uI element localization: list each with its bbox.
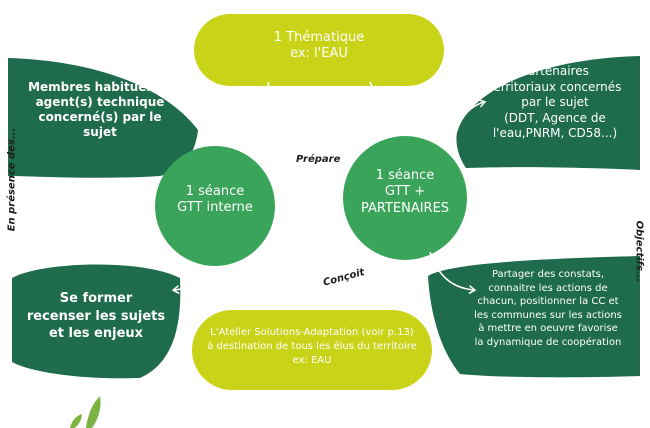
partenaires-line1: Partenaires: [521, 64, 589, 78]
partager-line5: à mettre en oeuvre favorise: [478, 323, 618, 334]
label-en-presence: En présence des...: [6, 127, 18, 232]
gtt-partenaires-line1: 1 séance: [375, 168, 435, 183]
gtt-partenaires-line2: GTT +: [384, 184, 426, 200]
gtt-interne-text: 1 séance GTT interne: [155, 184, 275, 217]
gtt-interne-line2: GTT interne: [177, 200, 253, 216]
sprout-icon: [70, 396, 101, 428]
membres-line2: agent(s) technique: [35, 95, 165, 109]
arrow-gtt-partenaires-partenaires: [451, 98, 487, 151]
membres-line1: Membres habituels +: [28, 80, 172, 94]
atelier-text: L'Atelier Solutions-Adaptation (voir p.1…: [194, 326, 430, 368]
arrow-thematique-gtt-partenaires: [369, 81, 392, 135]
circle-gtt-partenaires: [343, 136, 467, 260]
se-former-line2: recenser les sujets: [26, 308, 166, 324]
arrow-prepare: [275, 201, 345, 211]
pill-atelier: [192, 310, 432, 390]
gtt-interne-line1: 1 séance: [185, 184, 245, 199]
partenaires-line2: territoriaux concernés: [488, 79, 622, 94]
partager-line2: connaitre les actions de: [488, 282, 608, 294]
atelier-line2: à destination de tous les élus du territ…: [207, 341, 417, 352]
thematique-text: 1 Thématique ex: l'EAU: [194, 30, 444, 63]
arrow-gtt-partenaires-partager: [429, 251, 477, 295]
arrow-gtt-interne-membres: [175, 96, 207, 147]
label-prepare: Prépare: [296, 154, 341, 165]
arrow-gtt-interne-se-former: [171, 265, 211, 295]
arrow-gtt-interne-atelier: [251, 253, 272, 309]
partager-line3: chacun, positionner la CC et: [477, 296, 619, 307]
leaf-partager: [428, 256, 640, 378]
se-former-line3: et les enjeux: [48, 326, 144, 342]
partager-text: Partager des constats, connaitre les act…: [456, 268, 640, 349]
membres-line3: concerné(s) par le: [38, 110, 162, 124]
partenaires-line4: (DDT, Agence de: [504, 110, 606, 125]
pill-thematique: [194, 14, 444, 86]
partager-line1: Partager des constats,: [491, 269, 605, 280]
arrow-thematique-gtt-interne: [267, 81, 280, 133]
membres-text: Membres habituels + agent(s) technique c…: [10, 80, 190, 140]
partenaires-line5: l'eau,PNRM, CD58...): [492, 126, 618, 141]
partager-line4: les communes sur les actions: [474, 309, 622, 321]
leaf-partenaires: [456, 56, 640, 170]
thematique-line2: ex: l'EAU: [290, 46, 348, 62]
leaf-se-former: [12, 264, 181, 379]
leaf-membres: [8, 58, 198, 178]
gtt-partenaires-line3: PARTENAIRES: [360, 200, 450, 216]
partenaires-line3: par le sujet: [521, 95, 589, 110]
arrow-gtt-partenaires-atelier: [366, 255, 379, 309]
partenaires-text: Partenaires territoriaux concernés par l…: [470, 64, 640, 142]
gtt-partenaires-text: 1 séance GTT + PARTENAIRES: [343, 168, 467, 217]
se-former-line1: Se former: [59, 291, 133, 306]
partager-line6: la dynamique de coopération: [474, 336, 622, 348]
label-objectifs: Objectifs...: [633, 220, 645, 283]
thematique-line1: 1 Thématique: [273, 30, 365, 45]
circle-gtt-interne: [155, 146, 275, 266]
atelier-line1: L'Atelier Solutions-Adaptation (voir p.1…: [210, 327, 414, 338]
atelier-line3: ex: EAU: [292, 355, 332, 366]
membres-line4: sujet: [83, 125, 117, 139]
se-former-text: Se former recenser les sujets et les enj…: [14, 290, 178, 343]
